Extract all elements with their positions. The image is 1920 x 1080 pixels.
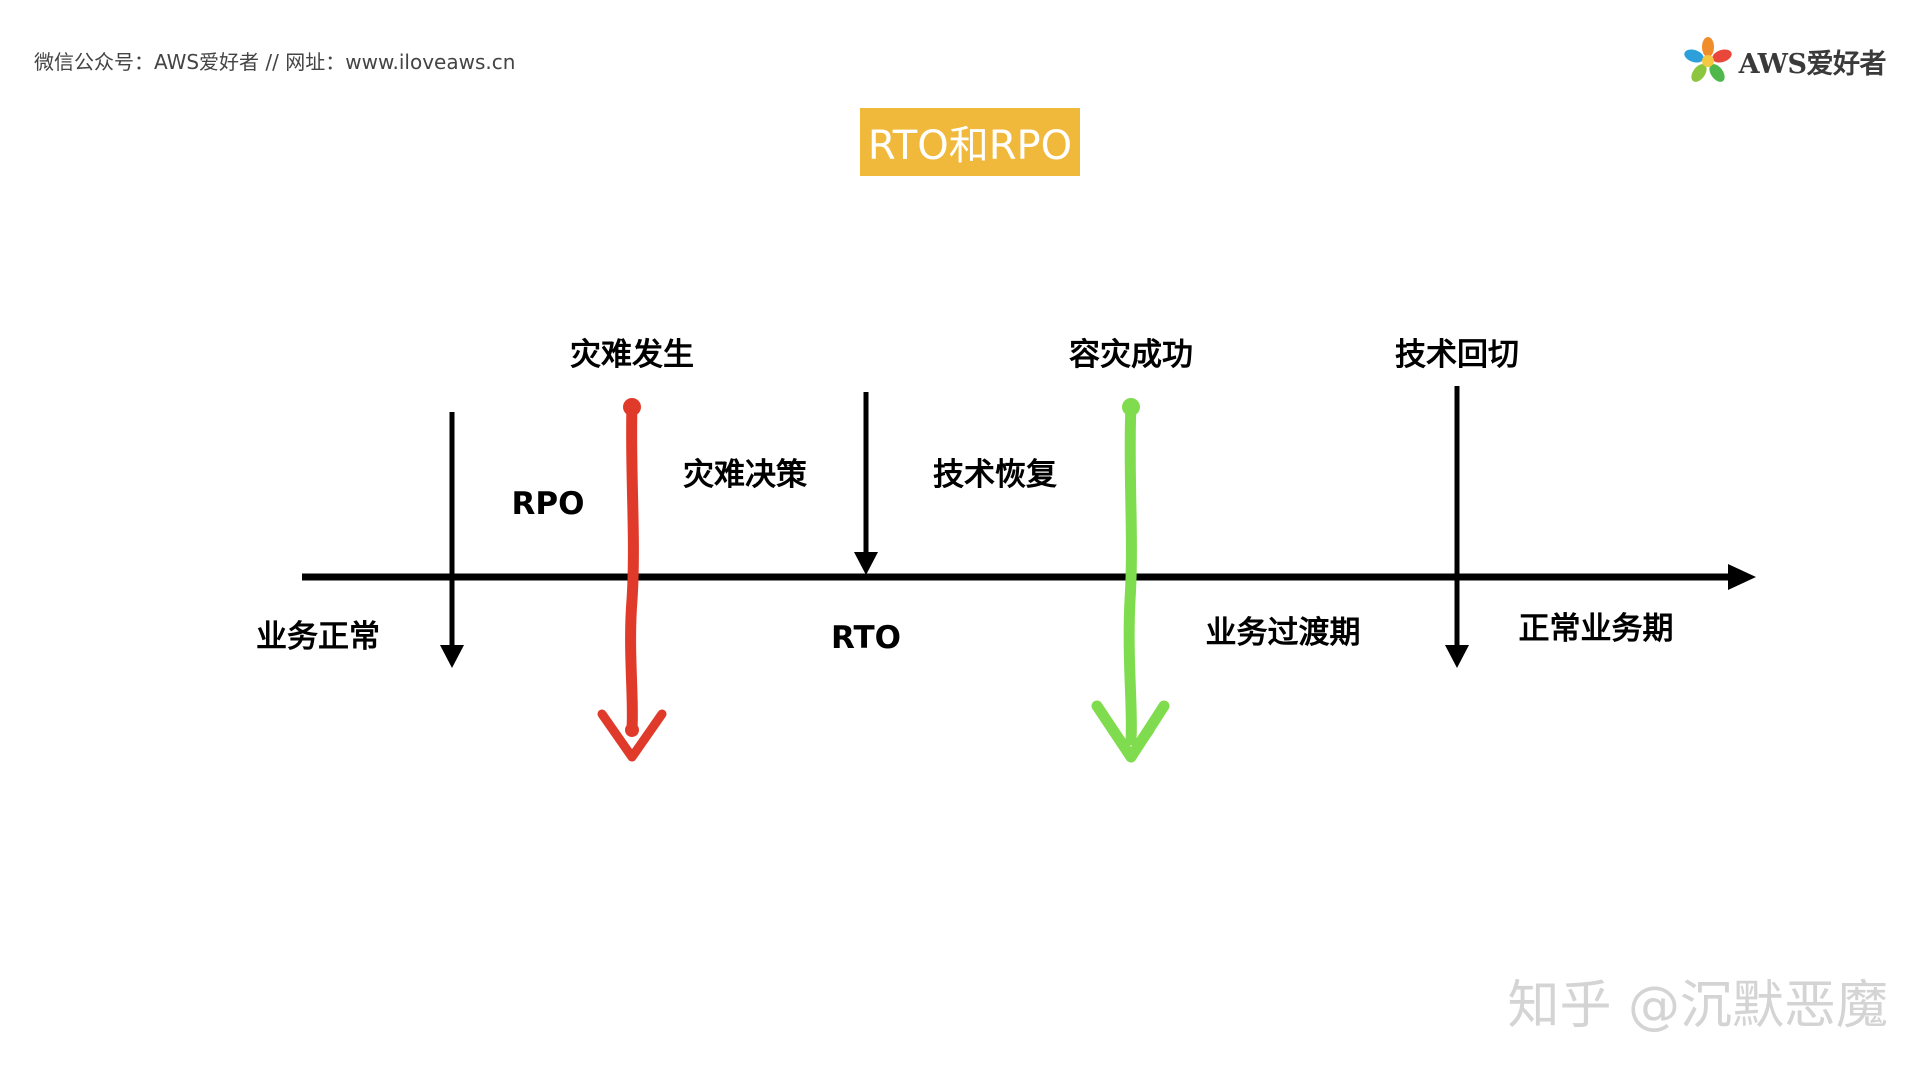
title-badge: RTO和RPO — [860, 108, 1080, 176]
label-rpo: RPO — [511, 486, 585, 522]
timeline-axis — [302, 564, 1756, 590]
label-disaster-decision: 灾难决策 — [683, 457, 807, 493]
label-tech-switchback: 技术回切 — [1395, 337, 1519, 373]
label-tech-recovery: 技术恢复 — [933, 457, 1057, 493]
label-business-normal: 业务正常 — [256, 619, 380, 655]
brand-name: AWS爱好者 — [1738, 48, 1887, 80]
label-business-transition: 业务过渡期 — [1205, 615, 1361, 651]
rto-marker — [854, 392, 878, 575]
label-disaster-occurs: 灾难发生 — [570, 337, 694, 373]
watermark: 知乎 @沉默恶魔 — [1507, 976, 1888, 1036]
success-green-arrow — [1091, 398, 1170, 763]
label-dr-success: 容灾成功 — [1069, 337, 1193, 373]
switchback-marker — [1445, 386, 1469, 668]
label-rto: RTO — [831, 620, 901, 656]
disaster-red-arrow — [597, 398, 667, 762]
rpo-start-marker — [440, 412, 464, 668]
label-normal-business-period: 正常业务期 — [1518, 611, 1674, 647]
flower-logo-icon — [1683, 37, 1732, 82]
brand-logo: AWS爱好者 — [1683, 36, 1887, 86]
header-info-text: 微信公众号：AWS爱好者 // 网址：www.iloveaws.cn — [34, 50, 516, 74]
